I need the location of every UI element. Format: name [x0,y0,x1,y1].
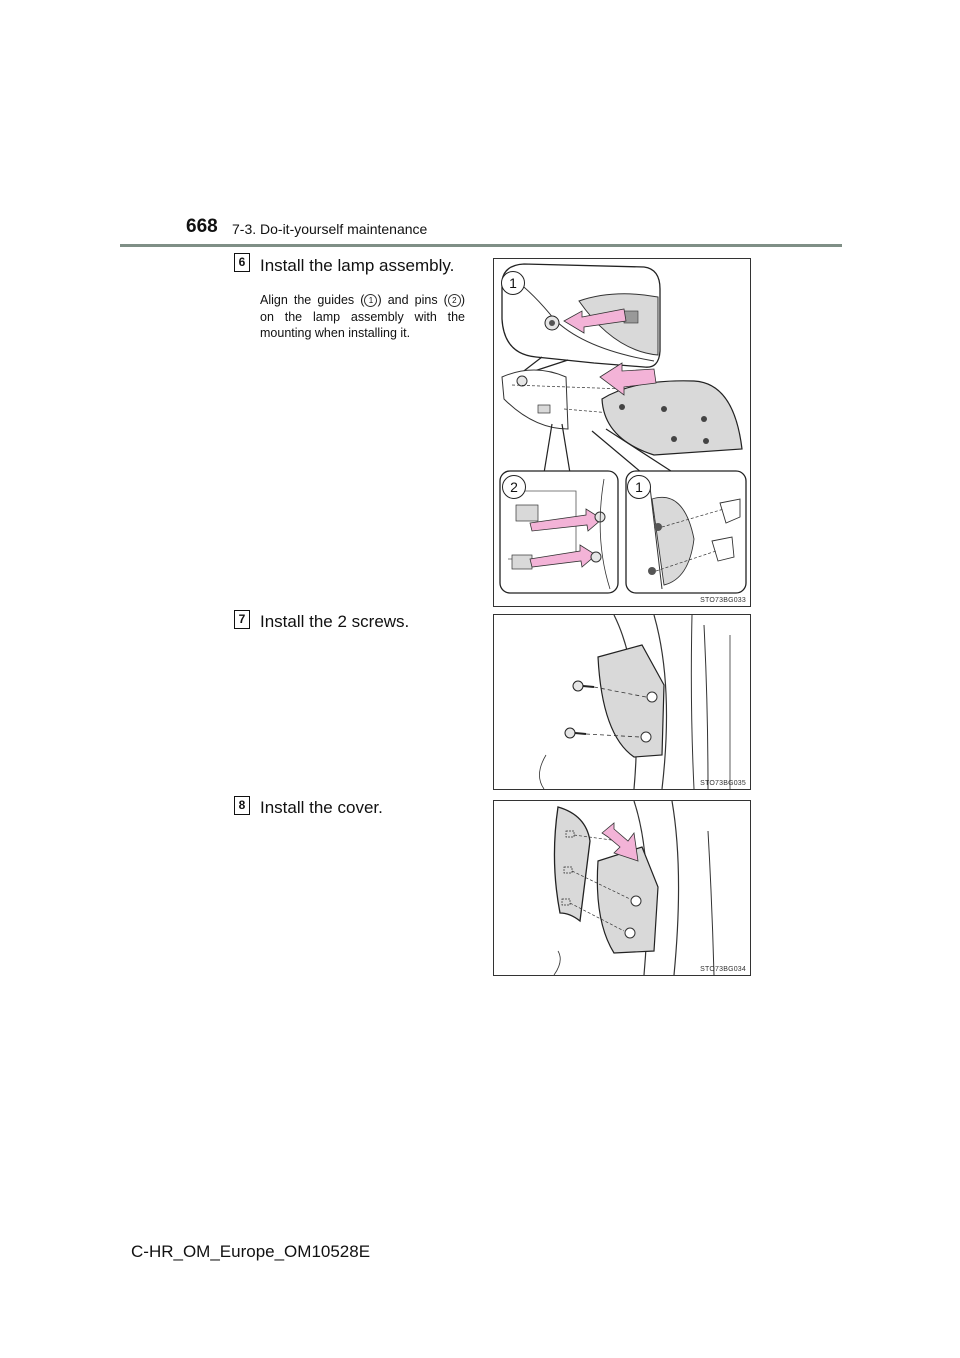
figure-code: STO73BG034 [700,966,746,973]
step-description-6: Align the guides (1) and pins (2) on the… [260,293,466,340]
step-title-8: Install the cover. [260,798,383,817]
figure-lamp-assembly: 1 2 1 STO73BG033 [493,258,751,607]
section-title: 7-3. Do-it-yourself maintenance [232,221,428,237]
figure-code: STO73BG035 [700,780,746,787]
figure-install-cover: STO73BG034 [493,800,751,976]
header-divider [120,244,842,247]
callout-pin: 2 [502,475,526,499]
pin-mark-icon: 2 [447,294,461,307]
screws-illustration [539,615,731,789]
step-number-7: 7 [234,610,250,629]
figure-install-screws: STO73BG035 [493,614,751,790]
footer-document-id: C-HR_OM_Europe_OM10528E [131,1242,371,1261]
guide-mark-icon: 1 [364,294,378,307]
cover-illustration [553,801,715,975]
page-number: 668 [186,216,218,237]
callout-guide-bottom: 1 [627,475,651,499]
callout-guide-top: 1 [501,271,525,295]
step-title-7: Install the 2 screws. [260,612,410,631]
step-title-6: Install the lamp assembly. [260,256,455,275]
figure-code: STO73BG033 [700,597,746,604]
lamp-assembly-illustration [499,263,747,594]
step-number-8: 8 [234,796,250,815]
step-number-6: 6 [234,253,250,272]
